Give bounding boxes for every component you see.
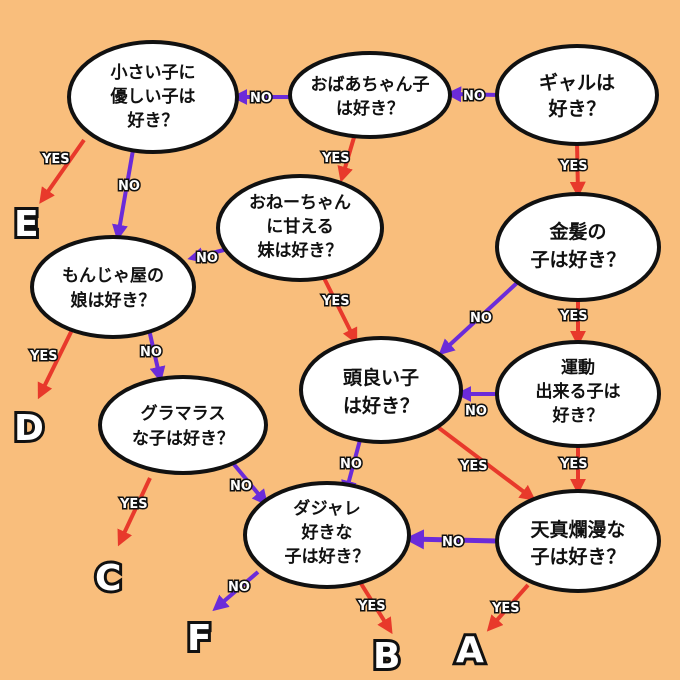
yes-label: YES (41, 152, 70, 167)
yes-arrow-gal-to-blonde (569, 141, 586, 198)
no-arrow-gal-to-grandma (445, 86, 501, 103)
no-label: NO (230, 479, 252, 494)
no-arrow-monja-to-glamour (146, 324, 166, 383)
node-innocent-line-2: 子は好き？ (530, 545, 625, 568)
no-arrow-onee-to-monja (187, 247, 225, 264)
node-sports-line-2: 出来る子は (536, 381, 621, 402)
no-label: NO (463, 89, 485, 104)
node-glamour-line-2: な子は好き？ (132, 428, 234, 449)
node-monja: もんじゃ屋の 娘は好き？ (30, 235, 196, 339)
node-smart: 頭良い子 は好き？ (299, 336, 463, 444)
node-small-kids-line-2: 優しい子は (110, 86, 196, 107)
node-onee: おねーちゃん に甘える 妹は好き？ (216, 174, 384, 282)
node-pun: ダジャレ 好きな 子は好き？ (243, 481, 411, 589)
connector-labels: NO NO NO NO NO NO NO NO NO NO NO YES YES… (28, 88, 590, 618)
node-onee-line-3: 妹は好き？ (257, 240, 343, 261)
yes-arrow-grandma-to-onee (337, 133, 357, 183)
result-a: A (456, 630, 484, 671)
node-pun-line-2: 好きな (301, 522, 353, 543)
node-smart-line-2: は好き？ (343, 394, 419, 417)
node-sports: 運動 出来る子は 好き？ (495, 340, 661, 448)
results: E D C F B A (11, 201, 487, 680)
yes-arrow-glamour-to-c (117, 477, 152, 547)
node-blonde: 金髪の 子は好き？ (495, 192, 661, 302)
yes-label: YES (321, 151, 350, 166)
yes-label: YES (321, 294, 350, 309)
node-sports-line-1: 運動 (561, 357, 595, 378)
no-arrow-innocent-to-pun (404, 529, 498, 550)
no-label: NO (228, 580, 250, 595)
node-onee-line-1: おねーちゃん (249, 193, 351, 213)
node-monja-line-1: もんじゃ屋の (62, 266, 164, 286)
connectors (37, 86, 586, 635)
result-c: C (95, 558, 121, 599)
yes-label: YES (119, 497, 148, 512)
result-e: E (14, 204, 39, 245)
no-arrow-blonde-to-smart (438, 280, 520, 356)
yes-arrow-innocent-to-a (486, 583, 530, 632)
no-label: NO (465, 404, 487, 419)
yes-label: YES (559, 159, 588, 174)
node-glamour-line-1: グラマラス (141, 403, 226, 424)
no-arrow-glamour-to-pun (230, 460, 269, 506)
node-blonde-line-1: 金髪の (548, 220, 606, 243)
node-gal: ギャルは 好き？ (495, 44, 659, 146)
yes-label: YES (559, 309, 588, 324)
no-label: NO (442, 535, 464, 550)
yes-arrow-pun-to-b (358, 580, 393, 635)
node-small-kids: 小さい子に 優しい子は 好き？ (67, 40, 239, 154)
no-label: NO (250, 91, 272, 106)
yes-label: YES (559, 457, 588, 472)
yes-arrow-monja-to-d (37, 329, 74, 400)
no-label: NO (196, 251, 218, 266)
node-smart-line-1: 頭良い子 (343, 366, 419, 389)
node-gal-line-2: 好き？ (547, 97, 605, 120)
no-arrow-smallkids-to-monja (112, 149, 135, 241)
node-small-kids-line-3: 好き？ (127, 110, 179, 131)
node-glamour: グラマラス な子は好き？ (98, 375, 268, 475)
result-d: D (14, 408, 44, 449)
node-innocent: 天真爛漫な 子は好き？ (495, 489, 661, 593)
no-label: NO (118, 179, 140, 194)
node-grandma: おばあちゃん子 は好き？ (288, 51, 452, 139)
node-monja-line-2: 娘は好き？ (71, 290, 156, 311)
node-pun-line-3: 子は好き？ (285, 546, 370, 567)
node-innocent-line-1: 天真爛漫な (530, 518, 625, 541)
no-label: NO (340, 457, 362, 472)
yes-label: YES (357, 599, 386, 614)
node-onee-line-2: に甘える (266, 216, 334, 237)
no-label: NO (140, 345, 162, 360)
node-sports-line-3: 好き？ (552, 405, 604, 426)
no-label: NO (470, 311, 492, 326)
node-gal-line-1: ギャルは (539, 72, 615, 94)
node-small-kids-line-1: 小さい子に (111, 63, 196, 83)
yes-label: YES (459, 459, 488, 474)
node-grandma-line-2: は好き？ (336, 98, 404, 119)
result-f: F (187, 618, 212, 659)
result-b: B (373, 636, 400, 677)
yes-arrow-onee-to-smart (318, 269, 358, 345)
yes-label: YES (491, 601, 520, 616)
yes-arrow-smart-to-innocent (433, 423, 536, 501)
no-arrow-pun-to-f (212, 570, 260, 612)
yes-arrow-smallkids-to-e (39, 138, 86, 204)
yes-label: YES (29, 349, 58, 364)
node-pun-line-1: ダジャレ (293, 498, 361, 519)
node-blonde-line-2: 子は好き？ (530, 248, 625, 271)
node-grandma-line-1: おばあちゃん子 (311, 75, 430, 95)
